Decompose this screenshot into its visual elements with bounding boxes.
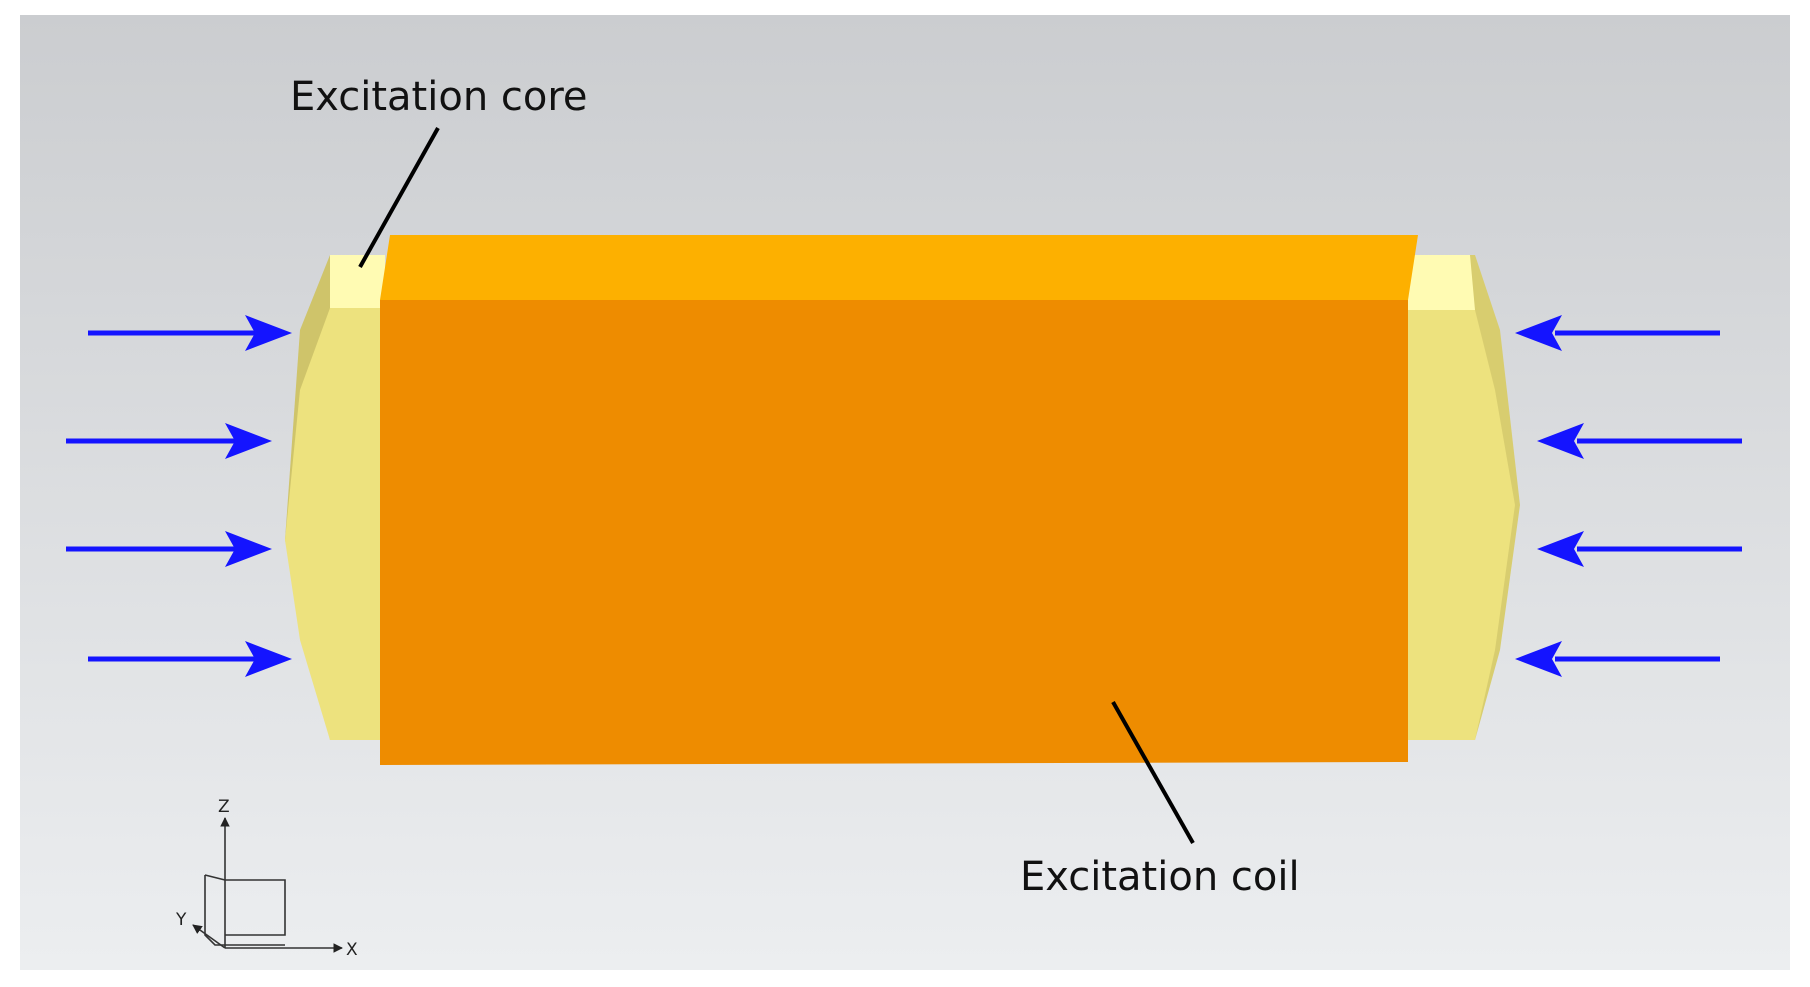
excitation-core-label: Excitation core xyxy=(290,74,588,120)
left-arrow xyxy=(88,641,292,677)
coil-top-face xyxy=(380,235,1418,300)
coordinate-triad xyxy=(192,817,343,953)
left-arrow xyxy=(66,423,272,459)
left-excitation-core xyxy=(285,255,385,740)
triad-back-frame xyxy=(204,875,285,946)
z-axis-label: Z xyxy=(218,797,230,817)
left-flux-arrows xyxy=(66,315,292,677)
triad-diagonal xyxy=(204,874,226,881)
left-core-top xyxy=(330,255,385,308)
left-arrow xyxy=(66,531,272,567)
right-core-front xyxy=(1405,310,1515,740)
right-arrow xyxy=(1515,641,1720,677)
left-arrow xyxy=(88,315,292,351)
coil-front-face xyxy=(380,300,1408,765)
excitation-coil xyxy=(380,235,1418,765)
right-arrow xyxy=(1515,315,1720,351)
triad-plane xyxy=(225,879,286,936)
left-core-front xyxy=(285,308,385,740)
right-excitation-core xyxy=(1405,255,1520,740)
excitation-coil-label: Excitation coil xyxy=(1020,854,1300,900)
right-arrow xyxy=(1537,531,1742,567)
y-axis-label: Y xyxy=(175,910,187,930)
x-axis-label: X xyxy=(346,940,358,960)
y-axis xyxy=(192,924,226,949)
right-arrow xyxy=(1537,423,1742,459)
right-core-top xyxy=(1405,255,1475,310)
right-flux-arrows xyxy=(1515,315,1742,677)
coil-leader-line xyxy=(1111,701,1195,844)
core-leader-line xyxy=(358,127,440,268)
